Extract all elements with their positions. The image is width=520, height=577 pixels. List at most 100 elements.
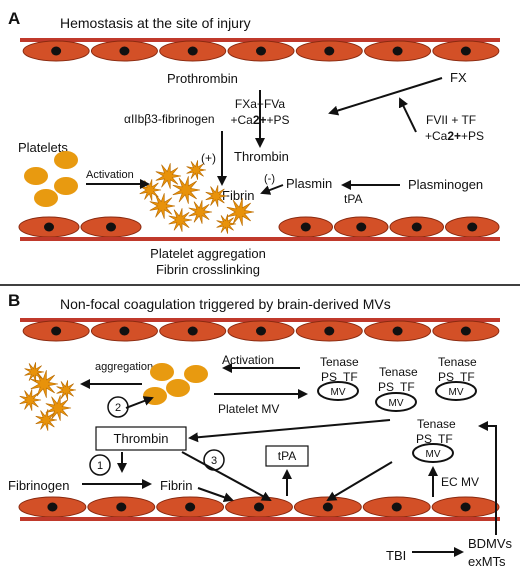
tbi-label: TBI: [386, 548, 406, 563]
tenase-label-1: Tenase: [320, 355, 359, 369]
panel-a-letter: A: [8, 9, 20, 28]
vessel-wall-top-b: [20, 318, 500, 342]
caption-fibrin-crosslinking: Fibrin crosslinking: [156, 262, 260, 277]
fibrin-label-a: Fibrin: [222, 188, 255, 203]
platelet: [143, 387, 167, 405]
activated-platelet: [186, 160, 207, 180]
thrombin-label-a: Thrombin: [234, 149, 289, 164]
tf-label-4: TF: [438, 432, 453, 446]
tenase-label-4: Tenase: [417, 417, 456, 431]
arrow-fibrin-to-wall: [197, 487, 234, 503]
tpa-label-a: tPA: [344, 192, 362, 206]
cell-nucleus: [47, 502, 58, 512]
activated-platelet: [139, 179, 162, 201]
panel-b-letter: B: [8, 291, 20, 310]
mv-label-2: MV: [389, 398, 404, 409]
bdmvs-label: BDMVs: [468, 536, 513, 551]
platelet: [54, 151, 78, 169]
arrow-fx-to-prothrombin: [328, 77, 443, 116]
cell-nucleus: [51, 326, 62, 336]
activated-platelets-b: [143, 363, 208, 405]
cell-nucleus: [51, 46, 62, 56]
fx-label: FX: [450, 70, 467, 85]
exmts-label: exMTs: [468, 554, 506, 569]
activated-platelet: [205, 185, 228, 207]
aggregation-label: aggregation: [95, 361, 153, 373]
activated-platelet: [149, 193, 176, 219]
thrombin-label-b: Thrombin: [114, 431, 169, 446]
cell-nucleus: [460, 502, 471, 512]
activated-platelet: [19, 389, 42, 411]
mv-label-4: MV: [426, 449, 441, 460]
cell-nucleus: [256, 326, 266, 336]
panel-a-title: Hemostasis at the site of injury: [60, 15, 251, 31]
activated-platelet: [216, 214, 237, 234]
platelet-aggregate-b: [19, 362, 77, 431]
ps-label-4: PS: [416, 432, 432, 446]
resting-platelets: [24, 151, 78, 207]
activated-platelet: [188, 200, 213, 224]
arrow-tenase-to-thrombin: [188, 419, 391, 443]
vessel-wall-bottom-b: [18, 496, 500, 521]
tenase-label-2: Tenase: [379, 365, 418, 379]
ps-label-3: PS: [438, 370, 454, 384]
cell-nucleus: [119, 326, 130, 336]
cell-nucleus: [411, 222, 422, 232]
tenase-label-3: Tenase: [438, 355, 477, 369]
vessel-membrane: [20, 38, 500, 42]
platelet: [54, 177, 78, 195]
activated-platelet: [226, 198, 255, 226]
microvesicle-4: [412, 443, 454, 463]
activated-platelet: [168, 208, 193, 232]
arrow-thrombin-to-wall: [181, 451, 272, 501]
cell-nucleus: [392, 326, 403, 336]
microvesicle-3: [435, 381, 477, 401]
platelet: [150, 363, 174, 381]
microvesicle-2: [375, 392, 417, 412]
platelet: [184, 365, 208, 383]
tpa-box: [265, 445, 309, 467]
negative-sign-label: (-): [264, 173, 275, 185]
cell-nucleus: [44, 222, 54, 232]
cell-nucleus: [300, 222, 311, 232]
cell-nucleus: [116, 502, 127, 512]
vessel-membrane: [20, 237, 500, 241]
vessel-wall-bottom-a: [18, 216, 500, 241]
cell-nucleus: [460, 326, 471, 336]
arrow-mv-to-wall: [326, 461, 393, 502]
arrow-thrombin-activates-platelets: [125, 396, 154, 409]
platelet: [34, 189, 58, 207]
fvii-tf-label: FVII + TF: [426, 113, 476, 127]
activated-platelet: [172, 176, 201, 204]
cell-nucleus: [460, 46, 471, 56]
step-1-number: 1: [97, 460, 103, 472]
mv-label-3: MV: [449, 387, 464, 398]
ec-mv-label: EC MV: [441, 475, 479, 489]
activated-platelet: [35, 409, 58, 431]
vessel-wall-top-a: [20, 38, 500, 62]
activated-platelet: [30, 370, 59, 398]
cell-nucleus: [324, 326, 335, 336]
fvii-cofactor-label: +Ca2++PS: [425, 129, 484, 143]
step-1-marker: [89, 454, 111, 476]
cell-nucleus: [467, 222, 478, 232]
cell-nucleus: [187, 46, 198, 56]
ps-label-2: PS: [378, 380, 394, 394]
step-3-number: 3: [211, 455, 217, 467]
mv-label-1: MV: [331, 387, 346, 398]
arrow-fvii-to-fx: [398, 97, 417, 133]
prothrombin-label: Prothrombin: [167, 71, 238, 86]
cell-nucleus: [185, 502, 196, 512]
platelet: [24, 167, 48, 185]
cell-nucleus: [256, 46, 266, 56]
fibrin-label-b: Fibrin: [160, 478, 193, 493]
cell-nucleus: [106, 222, 116, 232]
vessel-membrane: [20, 318, 500, 322]
panel-b-title: Non-focal coagulation triggered by brain…: [60, 296, 391, 312]
tf-label-2: TF: [400, 380, 415, 394]
activation-label-a: Activation: [86, 169, 134, 181]
cell-nucleus: [356, 222, 367, 232]
step-2-number: 2: [115, 402, 121, 414]
tpa-label-b: tPA: [278, 449, 296, 463]
